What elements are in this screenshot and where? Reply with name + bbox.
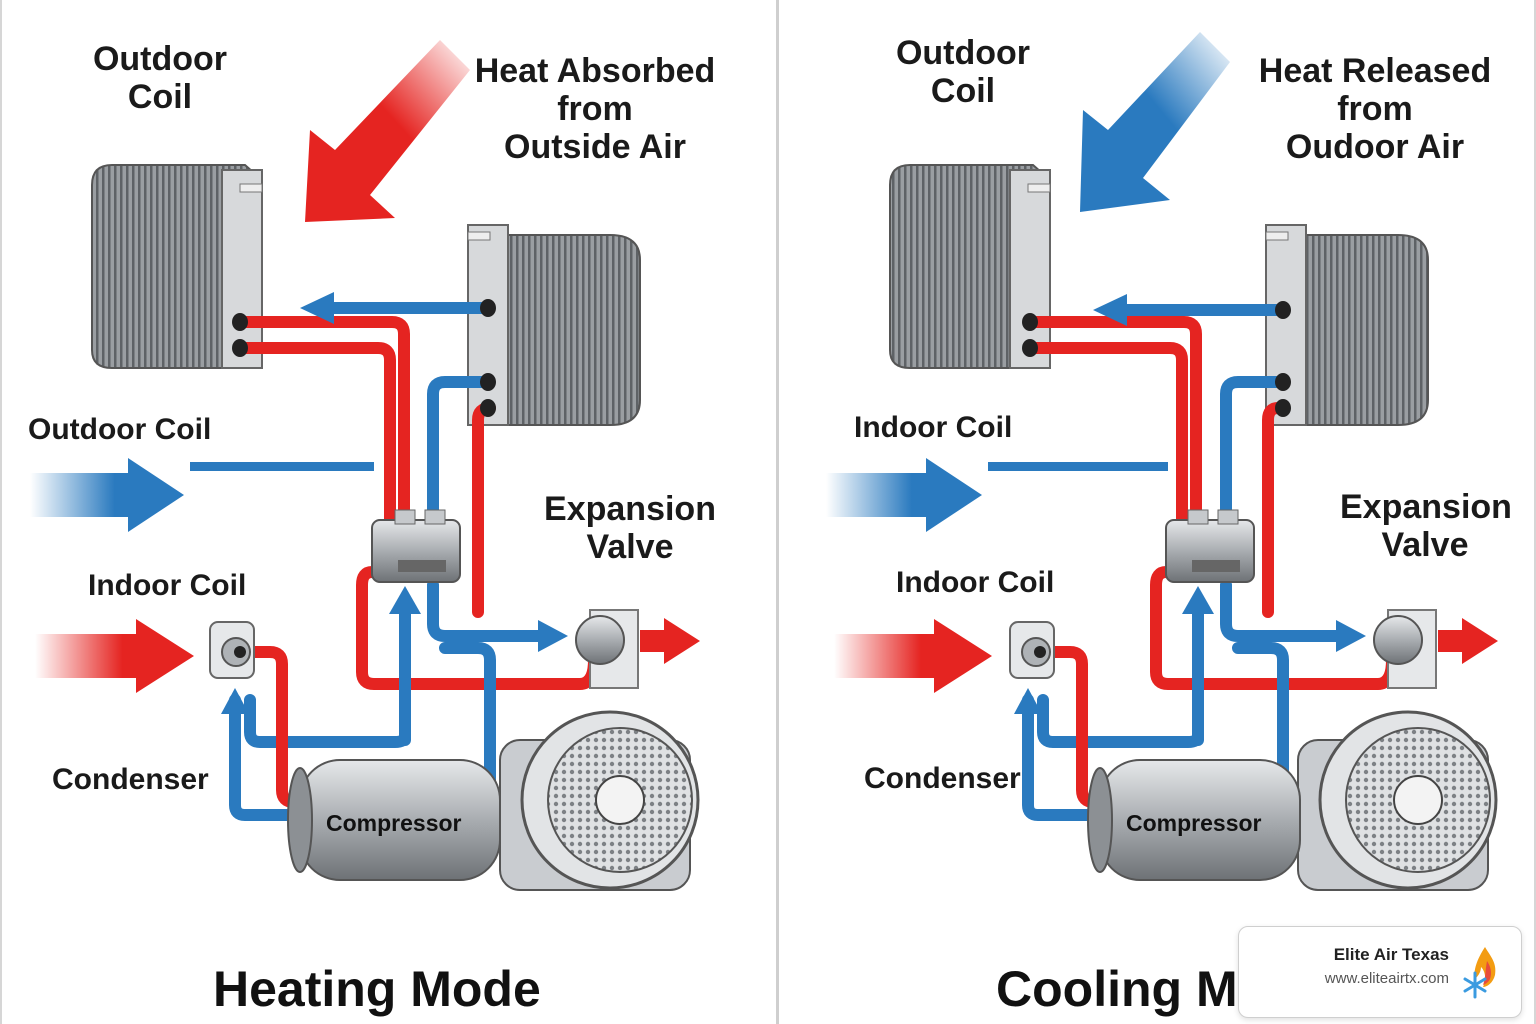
heat-absorbed-arrow: [305, 40, 470, 222]
refrigerant-lines: [1022, 304, 1398, 821]
flow-arrowhead-icon: [1014, 688, 1042, 714]
outlet-arrow-icon: [1438, 618, 1498, 664]
flow-arrowhead-icon: [389, 586, 421, 614]
indoor-blower: [1009, 621, 1055, 679]
outdoor-coil-unit: [91, 164, 263, 369]
airflow-blue-arrow: [826, 458, 982, 532]
reversing-valve: [371, 509, 461, 583]
reversing-valve: [1165, 509, 1255, 583]
indoor-coil-unit: [1265, 224, 1429, 426]
airflow-red-arrow: [35, 619, 194, 693]
pipe-ports: [232, 299, 496, 417]
side-coil-label: Outdoor Coil: [28, 413, 212, 446]
compressor-unit: [287, 710, 700, 891]
flow-arrowhead-icon: [221, 688, 249, 714]
airflow-line: [988, 462, 1168, 471]
flame-snowflake-icon: [1463, 947, 1496, 999]
airflow-red-arrow: [834, 619, 992, 693]
flow-arrowhead-icon: [1182, 586, 1214, 614]
flow-arrowhead-icon: [300, 292, 334, 324]
brand-url[interactable]: www.eliteairtx.com: [1324, 970, 1449, 987]
side-coil-label: Indoor Coil: [854, 411, 1013, 444]
compressor-label: Compressor: [1126, 810, 1262, 836]
brand-name: Elite Air Texas: [1333, 945, 1449, 964]
indoor-coil-label: Indoor Coil: [88, 569, 247, 602]
frame-right-edge: [1534, 0, 1536, 1024]
airflow-blue-arrow: [30, 458, 184, 532]
indoor-blower: [209, 621, 255, 679]
mode-title: Heating Mode: [213, 961, 541, 1017]
outlet-arrow-icon: [640, 618, 700, 664]
cooling-diagram: [826, 32, 1498, 891]
brand-badge[interactable]: Elite Air Texas www.eliteairtx.com: [1238, 926, 1522, 1018]
flow-arrowhead-icon: [1093, 294, 1127, 326]
airflow-line: [190, 462, 374, 471]
heat-released-arrow: [1080, 32, 1230, 212]
compressor-label: Compressor: [326, 810, 462, 836]
compressor-unit: [1087, 710, 1498, 891]
indoor-coil-label: Indoor Coil: [896, 566, 1055, 599]
frame-left-edge: [0, 0, 2, 1024]
pipe-ports: [1022, 301, 1291, 417]
outdoor-coil-unit: [889, 164, 1051, 369]
expansion-valve: [575, 609, 639, 689]
heating-diagram: [30, 40, 700, 891]
indoor-coil-unit: [467, 224, 641, 426]
condenser-label: Condenser: [864, 762, 1021, 795]
flow-arrowhead-icon: [538, 620, 568, 652]
expansion-valve: [1373, 609, 1437, 689]
condenser-label: Condenser: [52, 763, 209, 796]
panel-divider: [776, 0, 779, 1024]
flow-arrowhead-icon: [1336, 620, 1366, 652]
